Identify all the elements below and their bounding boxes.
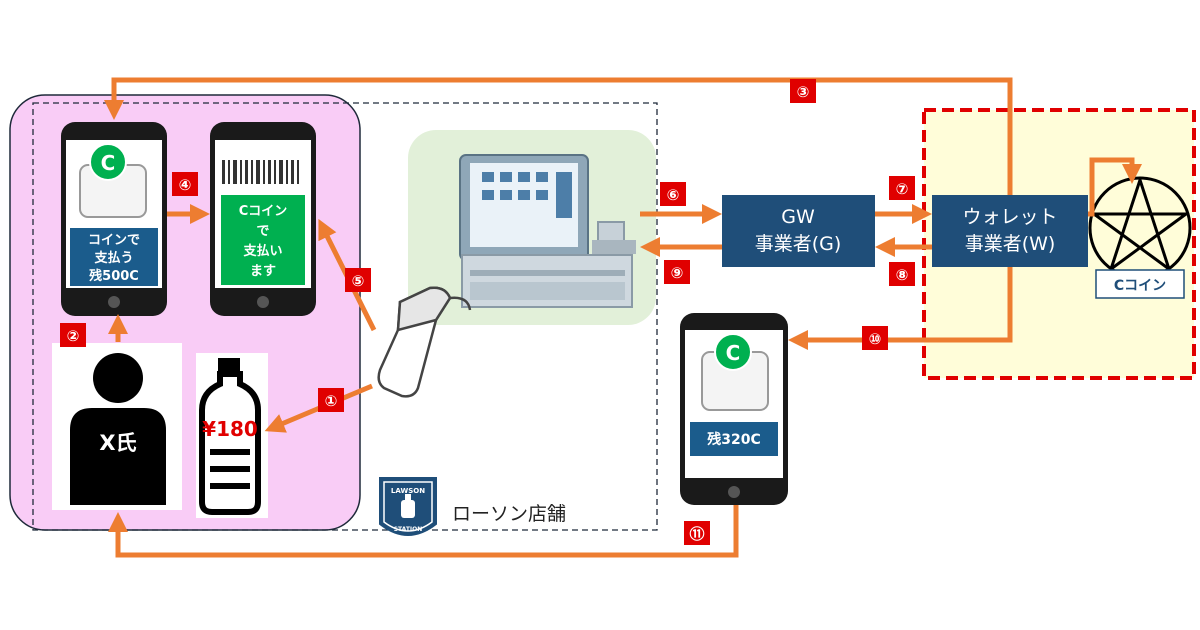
- barcode-scanner-icon: [377, 286, 472, 398]
- phone1-text-1: コインで: [88, 233, 140, 248]
- phone2-text-2: で: [256, 224, 269, 239]
- coin-icon: [714, 333, 752, 371]
- step-badge-5: ⑤: [345, 268, 371, 292]
- step-badge-2: ②: [60, 323, 86, 347]
- ccoin-label: Cコイン: [1114, 278, 1166, 294]
- barcode-icon: [222, 160, 299, 184]
- phone-3: C 残320C: [680, 313, 788, 505]
- pos-register-icon: [459, 154, 636, 308]
- gw-line1: GW: [781, 206, 815, 228]
- balance-label: [690, 422, 778, 456]
- product-price: ¥180: [202, 417, 258, 441]
- coin-letter: C: [726, 341, 741, 365]
- step-badge-11: ⑪: [684, 521, 710, 545]
- svg-text:⑨: ⑨: [671, 264, 684, 282]
- svg-text:⑥: ⑥: [667, 186, 680, 204]
- gw-operator-box: [722, 195, 875, 267]
- person-icon: [70, 353, 166, 505]
- svg-text:③: ③: [797, 83, 810, 101]
- svg-text:⑪: ⑪: [689, 525, 704, 543]
- arrow-step-3: [104, 77, 1013, 195]
- bottle-icon: [199, 358, 261, 515]
- ccoin-label-box: [1095, 269, 1185, 299]
- step-badge-7: ⑦: [889, 176, 915, 200]
- phone1-text-2: 支払う: [93, 250, 133, 266]
- lawson-station-logo: LAWSON STATION: [379, 477, 437, 536]
- phone2-text-3: 支払い: [242, 243, 282, 259]
- wallet-operator-box: [932, 195, 1088, 267]
- step-badge-4: ④: [172, 172, 198, 196]
- phone1-balance: 残500C: [89, 268, 139, 284]
- wallet-line1: ウォレット: [962, 206, 1057, 228]
- step-badge-3: ③: [790, 79, 816, 103]
- phone2-text-1: Cコイン: [239, 204, 288, 219]
- step-badge-1: ①: [318, 388, 344, 412]
- svg-text:⑦: ⑦: [896, 180, 909, 198]
- pay-ccoin-label: [221, 195, 305, 285]
- coin-letter: C: [101, 151, 116, 175]
- svg-text:⑤: ⑤: [352, 272, 365, 290]
- arrow-wallet-ccoin: [1088, 157, 1142, 217]
- step-badge-10: ⑩: [862, 326, 888, 350]
- coin-icon: [89, 143, 127, 181]
- logo-text-top: LAWSON: [391, 487, 425, 495]
- step-badge-9: ⑨: [664, 260, 690, 284]
- pay-coin-label: [70, 228, 158, 286]
- svg-text:⑩: ⑩: [869, 330, 882, 348]
- svg-text:①: ①: [325, 392, 338, 410]
- step-badge-6: ⑥: [660, 182, 686, 206]
- wallet-line2: 事業者(W): [965, 233, 1056, 255]
- phone3-balance: 残320C: [707, 431, 761, 448]
- store-label: ローソン店舗: [452, 503, 566, 525]
- gw-line2: 事業者(G): [755, 233, 842, 255]
- svg-text:②: ②: [67, 327, 80, 345]
- phone-1: C コインで 支払う 残500C: [61, 122, 167, 316]
- phone2-text-4: ます: [250, 264, 276, 279]
- customer-name: X氏: [99, 431, 136, 455]
- store-boundary: [32, 102, 658, 531]
- arrow-step-11: [108, 505, 739, 558]
- svg-text:⑧: ⑧: [896, 266, 909, 284]
- step-badge-8: ⑧: [889, 262, 915, 286]
- phone-2: Cコイン で 支払い ます: [210, 122, 316, 316]
- logo-text-bottom: STATION: [394, 526, 423, 533]
- svg-text:④: ④: [179, 176, 192, 194]
